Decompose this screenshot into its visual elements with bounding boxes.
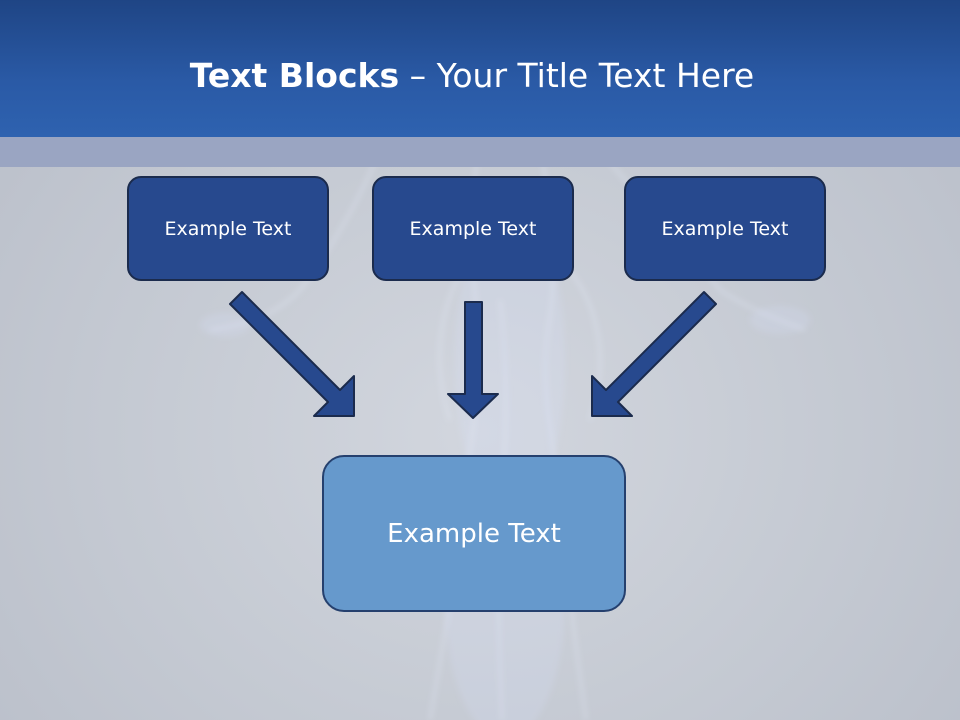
text-block-center: Example Text [372,176,574,281]
main-text-block: Example Text [322,455,626,612]
title-bar [0,0,960,137]
main-text-block-label: Example Text [387,518,561,549]
text-block-right: Example Text [624,176,826,281]
title-dash: – [399,56,437,95]
text-block-label: Example Text [409,217,537,240]
slide-title: Text Blocks – Your Title Text Here [0,52,944,100]
header-band [0,137,960,167]
arrow-right-diagonal [591,291,717,417]
arrow-center-down [447,301,499,419]
text-block-label: Example Text [164,217,292,240]
text-block-left: Example Text [127,176,329,281]
text-block-label: Example Text [661,217,789,240]
title-rest: Your Title Text Here [436,56,755,95]
arrow-left-diagonal [229,291,355,417]
title-bold-part: Text Blocks [189,56,400,95]
